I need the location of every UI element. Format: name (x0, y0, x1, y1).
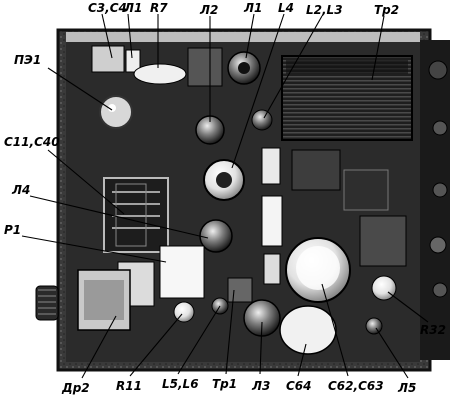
label-tube-l1: Л1 (243, 1, 262, 15)
top-rail (66, 32, 420, 42)
label-tr2: Тр2 (374, 3, 399, 17)
c11c40-frame (103, 177, 169, 253)
label-tube-l4: Л4 (11, 183, 30, 197)
label-pe1: ПЭ1 (14, 53, 41, 67)
pe1-disc (99, 95, 133, 129)
label-coil-l4: L4 (278, 1, 294, 15)
label-c64: С64 (286, 379, 312, 393)
tube-l4 (199, 219, 233, 253)
label-c11c40: С11,С40 (4, 135, 60, 149)
label-r7: R7 (150, 1, 168, 15)
label-c62c63: С62,С63 (328, 379, 384, 393)
r7-resistor (133, 63, 187, 85)
c3c4-block (91, 45, 125, 73)
r32-part (371, 275, 397, 301)
label-l5l6: L5,L6 (162, 377, 199, 391)
label-dr2: Др2 (61, 381, 90, 395)
left-knob (35, 285, 59, 321)
label-p1: Р1 (4, 223, 21, 237)
leader-lines (21, 13, 429, 379)
label-c3c4: С3,С4 (88, 1, 127, 15)
label-l1-coil: Л1 (123, 1, 142, 15)
label-tube-l2: Л2 (199, 3, 218, 17)
relay-p1 (159, 245, 205, 299)
front-panel (420, 40, 450, 360)
capacitor-c64 (279, 305, 337, 355)
tube-l5 (365, 317, 383, 335)
label-r32: R32 (420, 323, 446, 337)
label-l2l3: L2,L3 (306, 3, 343, 17)
chassis-photo (35, 28, 450, 372)
labels: С3,С4 Л1 R7 Л2 Л1 L4 L2,L3 Тр2 ПЭ1 С11,С… (4, 1, 446, 395)
label-r11: R11 (116, 379, 142, 393)
label-tube-l5: Л5 (397, 381, 416, 395)
label-tr1: Тр1 (212, 377, 237, 391)
label-tube-l3: Л3 (251, 379, 270, 393)
r11-part (173, 301, 195, 323)
